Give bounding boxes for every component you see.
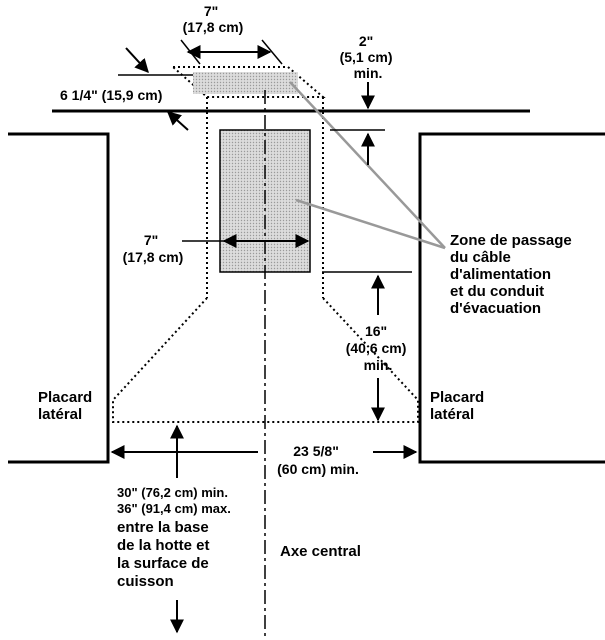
inner-width-label: 7" (17,8 cm) xyxy=(123,232,184,265)
right-cabinet xyxy=(418,132,605,464)
center-axis-label: Axe central xyxy=(280,543,361,560)
left-cabinet xyxy=(8,132,110,464)
duct-cover-outline xyxy=(170,66,326,98)
top-width-extension-right xyxy=(261,39,283,65)
hood-height-label: 30" (76,2 cm) min. 36" (91,4 cm) max. en… xyxy=(117,484,235,590)
right-cabinet-label: Placard latéral xyxy=(430,389,488,423)
hood-canopy-outline xyxy=(112,297,419,423)
zone-label: Zone de passage du câble d'alimentation … xyxy=(450,232,576,317)
leader-line-inner xyxy=(295,198,446,250)
cabinet-height-label: 16" (40,6 cm) min. xyxy=(346,323,411,373)
depth-label: 6 1/4" (15,9 cm) xyxy=(60,87,162,103)
depth-arrow-bottom xyxy=(166,111,189,131)
cabinet-gap-label: 23 5/8" (60 cm) min. xyxy=(277,443,359,477)
left-cabinet-label: Placard latéral xyxy=(38,389,96,423)
top-clearance-label: 2" (5,1 cm) min. xyxy=(340,33,397,81)
depth-arrow-top xyxy=(125,47,149,74)
hood-chimney-outline xyxy=(206,97,324,298)
top-width-label: 7" (17,8 cm) xyxy=(183,3,244,35)
duct-cover-zone xyxy=(193,72,298,94)
